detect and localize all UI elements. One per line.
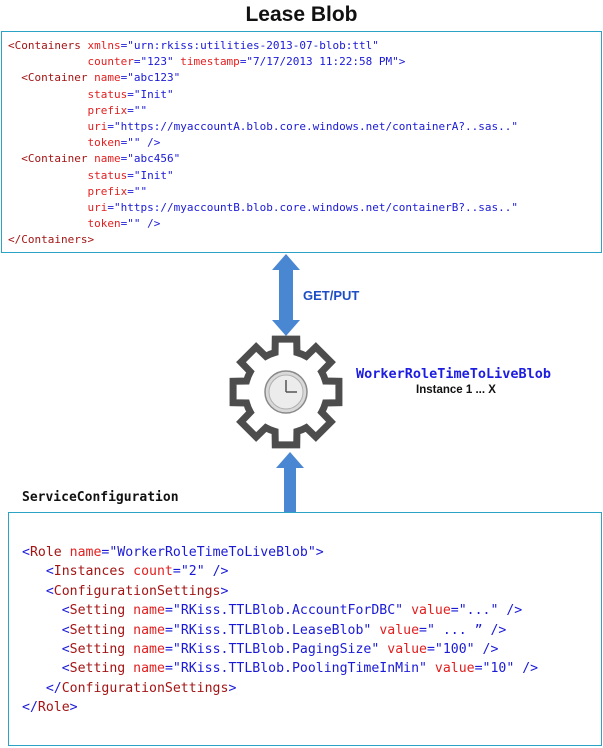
config-up-arrow xyxy=(276,452,304,512)
lease-xml-line: <Containers xmlns="urn:rkiss:utilities-2… xyxy=(8,39,379,52)
service-xml-line: </Role> xyxy=(22,700,78,716)
get-put-double-arrow xyxy=(272,254,300,336)
worker-role-name: WorkerRoleTimeToLiveBlob xyxy=(356,366,552,382)
service-xml-line: <Setting name="RKiss.TTLBlob.AccountForD… xyxy=(22,603,523,619)
get-put-label: GET/PUT xyxy=(303,288,360,303)
lease-xml-line: uri="https://myaccountA.blob.core.window… xyxy=(87,120,518,134)
lease-xml-line: </Containers> xyxy=(8,233,95,247)
lease-blob-title: Lease Blob xyxy=(245,3,358,26)
service-configuration-xml: <Role name="WorkerRoleTimeToLiveBlob"> <… xyxy=(22,543,601,718)
lease-xml-line: status="Init" xyxy=(87,87,174,101)
lease-xml-line: prefix="" xyxy=(87,184,148,198)
lease-blob-xml: <Containers xmlns="urn:rkiss:utilities-2… xyxy=(8,38,601,249)
lease-xml-line: status="Init" xyxy=(87,168,174,182)
service-xml-line: <Setting name="RKiss.TTLBlob.PagingSize"… xyxy=(22,642,499,658)
lease-blob-xml-box: <Containers xmlns="urn:rkiss:utilities-2… xyxy=(1,31,602,253)
lease-xml-line: uri="https://myaccountB.blob.core.window… xyxy=(87,201,518,215)
service-xml-line: <ConfigurationSettings> xyxy=(22,583,229,599)
service-xml-line: <Role name="WorkerRoleTimeToLiveBlob"> xyxy=(22,545,324,560)
service-xml-line: </ConfigurationSettings> xyxy=(22,680,237,696)
service-xml-line: <Setting name="RKiss.TTLBlob.PoolingTime… xyxy=(22,661,539,677)
worker-instances: Instance 1 ... X xyxy=(416,384,496,396)
lease-xml-line: <Container name="abc123" xyxy=(8,71,181,85)
lease-xml-line: counter="123" timestamp="7/17/2013 11:22… xyxy=(87,55,406,69)
service-configuration-label: ServiceConfiguration xyxy=(22,490,179,505)
lease-xml-line: <Container name="abc456" xyxy=(8,152,181,166)
lease-xml-line: prefix="" xyxy=(87,103,148,117)
lease-xml-line: token="" /> xyxy=(87,136,161,150)
lease-xml-line: token="" /> xyxy=(87,217,161,231)
clock-icon xyxy=(264,370,308,414)
service-xml-line: <Instances count="2" /> xyxy=(22,564,229,580)
service-xml-line: <Setting name="RKiss.TTLBlob.LeaseBlob" … xyxy=(22,622,507,638)
service-configuration-xml-box: <Role name="WorkerRoleTimeToLiveBlob"> <… xyxy=(8,512,602,746)
